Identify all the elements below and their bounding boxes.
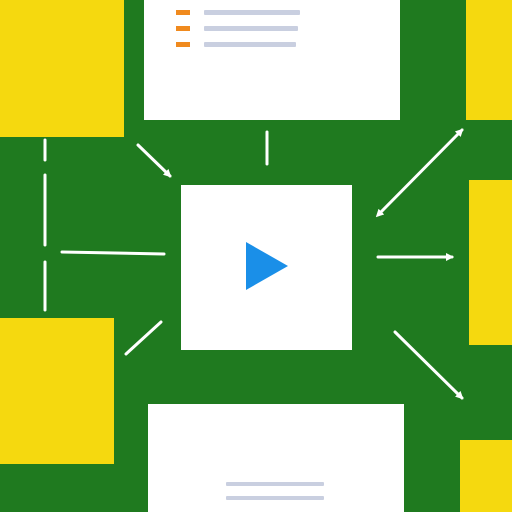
top-list-card bbox=[144, 0, 400, 120]
bullet-marker bbox=[176, 10, 190, 15]
arrow-into-center bbox=[136, 143, 172, 178]
bullet-marker bbox=[176, 26, 190, 31]
connector-line bbox=[124, 320, 163, 356]
yellow-block-right bbox=[469, 180, 512, 345]
placeholder-text-line bbox=[226, 482, 324, 486]
placeholder-text-line bbox=[226, 496, 324, 500]
yellow-block-top-left bbox=[0, 0, 124, 137]
placeholder-text-line bbox=[204, 10, 300, 15]
connector-line bbox=[60, 250, 166, 256]
center-video-card[interactable] bbox=[181, 185, 352, 350]
bullet-marker bbox=[176, 42, 190, 47]
bottom-document-card bbox=[148, 404, 404, 512]
yellow-block-bottom-right bbox=[460, 440, 512, 512]
bidirectional-arrow bbox=[375, 128, 464, 218]
yellow-block-bottom-left bbox=[0, 318, 114, 464]
yellow-block-top-right bbox=[466, 0, 512, 120]
placeholder-text-line bbox=[204, 42, 296, 47]
placeholder-text-line bbox=[204, 26, 298, 31]
play-icon[interactable] bbox=[246, 242, 288, 290]
arrow-to-bottom-right bbox=[393, 330, 464, 400]
